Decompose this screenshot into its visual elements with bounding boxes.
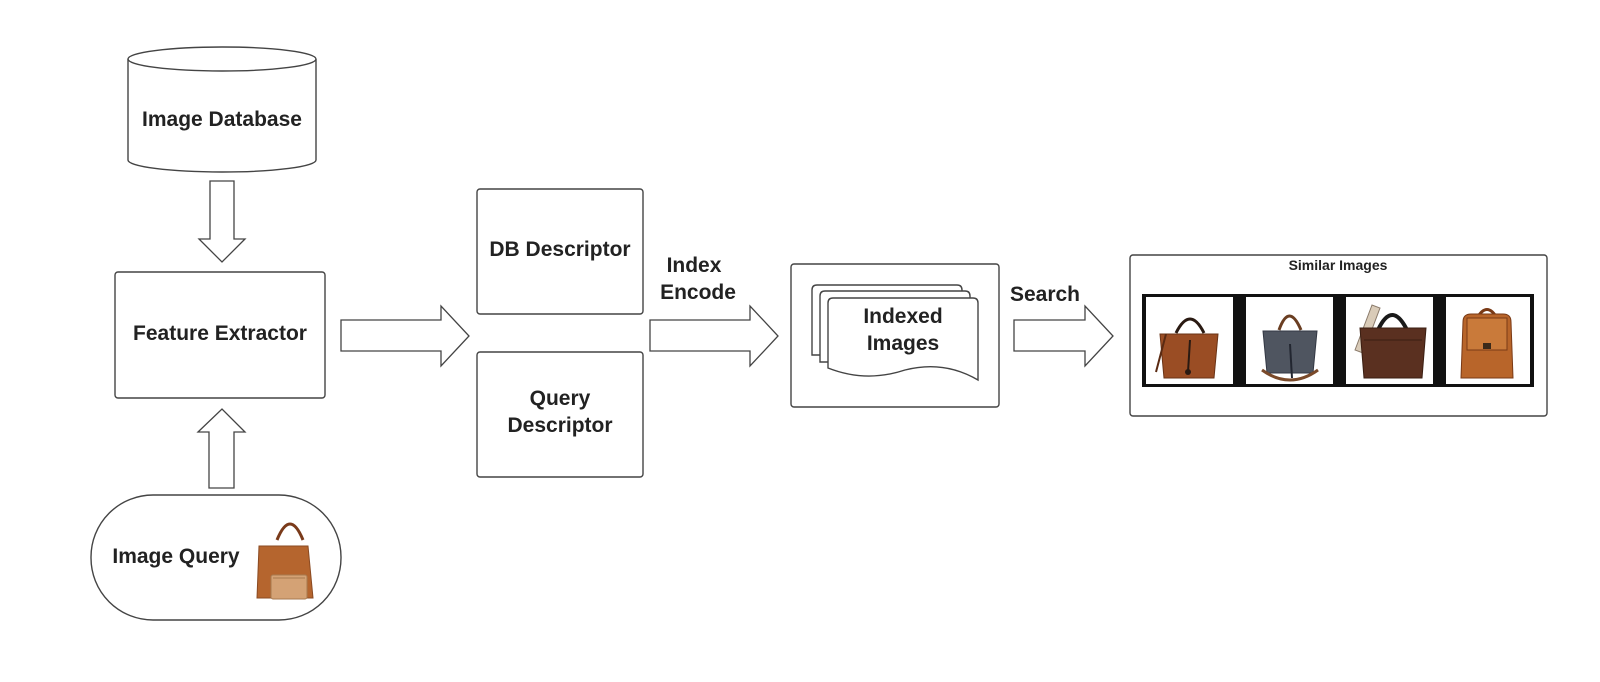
image-database-label: Image Database <box>142 108 302 131</box>
image-query-node: Image Query <box>90 494 342 621</box>
index-encode-label-line1: Index <box>667 254 722 277</box>
arrow-up-icon <box>196 408 247 489</box>
indexed-images-box: Indexed Images <box>790 263 1000 408</box>
image-database-cylinder: Image Database <box>127 46 317 173</box>
arrow-down-icon <box>197 180 247 263</box>
indexed-images-label-line1: Indexed <box>863 305 942 328</box>
feature-extractor-box: Feature Extractor <box>114 271 326 399</box>
backpack-icon <box>1460 308 1514 379</box>
index-encode-label-line2: Encode <box>660 281 736 304</box>
brown-tote-icon <box>1155 317 1219 379</box>
arrow-right-icon <box>649 304 779 368</box>
feature-extractor-label: Feature Extractor <box>133 322 307 345</box>
dark-brown-bag-icon <box>1354 304 1427 379</box>
query-descriptor-label-line2: Descriptor <box>507 414 612 437</box>
gray-tote-icon <box>1261 314 1319 382</box>
query-descriptor-label-line1: Query <box>530 387 591 410</box>
indexed-images-label-line2: Images <box>867 332 939 355</box>
query-descriptor-box: Query Descriptor <box>476 351 644 478</box>
arrow-right-icon <box>340 304 470 368</box>
db-descriptor-box: DB Descriptor <box>476 188 644 315</box>
db-descriptor-label: DB Descriptor <box>489 238 630 261</box>
tote-bag-icon <box>256 522 314 600</box>
similar-images-label: Similar Images <box>1289 257 1388 273</box>
image-query-label: Image Query <box>112 545 240 568</box>
arrow-right-icon <box>1013 304 1114 368</box>
similar-images-panel: Similar Images <box>1129 254 1548 417</box>
search-label: Search <box>1010 283 1080 306</box>
